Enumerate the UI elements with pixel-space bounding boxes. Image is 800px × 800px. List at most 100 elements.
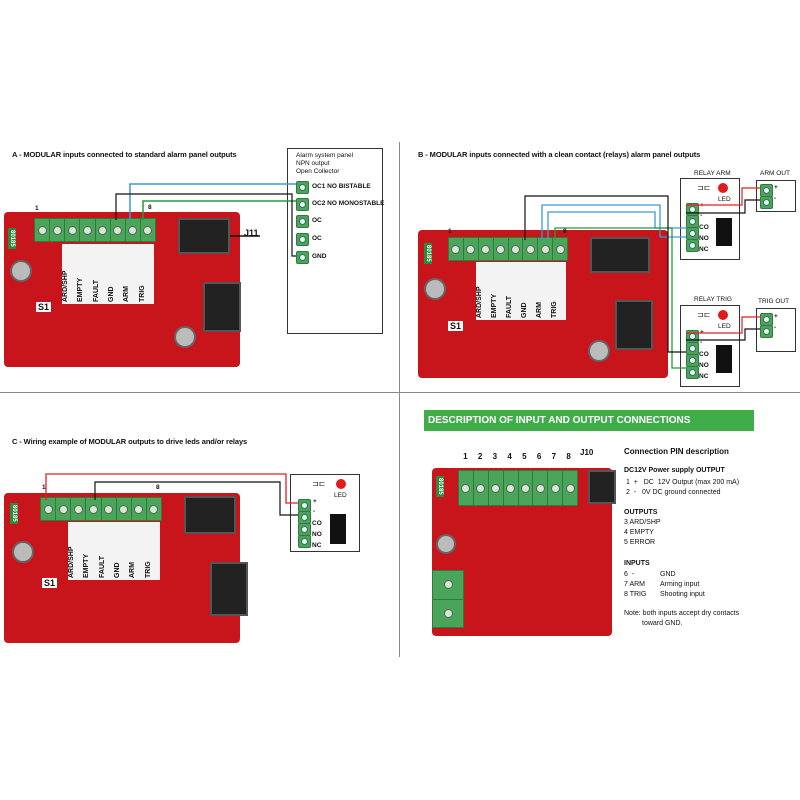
s1-label: S1 [42, 578, 58, 588]
chip-label: 80185 [436, 476, 444, 497]
relay-coil [330, 514, 346, 544]
note-line: toward GND. [642, 620, 683, 627]
pin1-label: 1 [42, 484, 46, 491]
pin-number: 3 [492, 452, 498, 461]
pin-number: 2 [477, 452, 483, 461]
pin-labels-c: ARD/SHP EMPTY FAULT GND ARM TRIG [68, 522, 160, 580]
pin-description-heading: Connection PIN description [624, 447, 729, 456]
terminal-block-c [40, 497, 162, 521]
relay-plus: + [313, 498, 317, 505]
out-terminal [760, 313, 773, 326]
relay-no: NO [699, 235, 709, 242]
diode-icon: ⊐⊏ [697, 310, 711, 319]
diode-icon: ⊐⊏ [697, 183, 711, 192]
panel-b-title: B - MODULAR inputs connected with a clea… [418, 150, 701, 159]
relay-terminal [686, 366, 699, 379]
relay-co: CO [699, 224, 709, 231]
panel-terminal [296, 251, 309, 264]
led-icon [718, 310, 728, 320]
out-terminal [760, 196, 773, 209]
power-terminal [432, 570, 464, 628]
relay-terminal [686, 354, 699, 367]
chip-label: 80185 [8, 228, 16, 249]
led-label: LED [718, 323, 731, 330]
header-connector [203, 282, 241, 332]
relay-terminal [298, 523, 311, 536]
relay-minus: - [700, 339, 703, 346]
vertical-divider [399, 142, 400, 657]
output-line: 5 ERROR [624, 539, 656, 546]
wire-black [115, 193, 296, 257]
header-connector [210, 562, 248, 616]
terminal-block-a [34, 218, 156, 242]
relay-minus: - [313, 508, 316, 515]
led-icon [336, 479, 346, 489]
wire-black [524, 195, 686, 353]
pin-number: 6 [536, 452, 542, 461]
pin1-label: 1 [35, 205, 39, 212]
out-minus: - [774, 195, 777, 202]
input-desc: Shooting input [660, 591, 705, 598]
pin-number: 1 [463, 452, 468, 461]
pin-labels-b: ARD/SHP EMPTY FAULT GND ARM TRIG [476, 262, 566, 320]
led-icon [718, 183, 728, 193]
power-line: 2 - 0V DC ground connected [626, 489, 721, 496]
mount-hole [424, 278, 446, 300]
input-desc: Arming input [660, 581, 700, 588]
mount-hole [436, 534, 456, 554]
terminal-block-b [448, 237, 568, 261]
panel-row-label: OC2 NO MONOSTABLE [312, 200, 385, 207]
inputs-title: INPUTS [624, 560, 650, 567]
panel-c-title: C - Wiring example of MODULAR outputs to… [12, 437, 248, 446]
pin-number: 7 [551, 452, 557, 461]
relay-co: CO [699, 351, 709, 358]
relay-terminal [686, 239, 699, 252]
panel-a-title: A - MODULAR inputs connected to standard… [12, 150, 237, 159]
panel-row-label: GND [312, 253, 327, 260]
relay-nc: NC [699, 373, 709, 380]
relay-minus: - [700, 212, 703, 219]
j10-label: J10 [580, 448, 594, 457]
wire-green [554, 227, 686, 369]
relay-terminal [686, 227, 699, 240]
wire-red [686, 316, 760, 334]
wire-black [94, 481, 298, 516]
header-connector [184, 496, 236, 534]
wire-green [142, 200, 296, 220]
power-line: 1 + DC 12V Output (max 200 mA) [626, 479, 740, 486]
wire-blue [129, 183, 296, 220]
terminal-block-d [458, 470, 578, 506]
led-label: LED [718, 196, 731, 203]
trig-out-title: TRIG OUT [758, 298, 790, 305]
mount-hole [10, 260, 32, 282]
panel-terminal [296, 233, 309, 246]
diode-icon: ⊐⊏ [312, 479, 326, 488]
relay-arm-title: RELAY ARM [694, 170, 731, 177]
relay-coil [716, 345, 732, 373]
wire-red [45, 473, 298, 504]
input-desc: GND [660, 571, 676, 578]
chip-label: 80185 [10, 503, 18, 524]
outputs-title: OUTPUTS [624, 509, 658, 516]
relay-no: NO [312, 531, 322, 538]
header-connector [590, 237, 650, 273]
out-plus: + [774, 313, 778, 320]
relay-nc: NC [312, 542, 322, 549]
input-pin: 6 - [624, 571, 635, 578]
panel-terminal [296, 181, 309, 194]
out-terminal [760, 325, 773, 338]
pin-labels-a: ARD/SHP EMPTY FAULT GND ARM TRIG [62, 244, 154, 304]
relay-nc: NC [699, 246, 709, 253]
power-title: DC12V Power supply OUTPUT [624, 467, 725, 474]
panel-terminal [296, 215, 309, 228]
pin-number: 8 [566, 452, 571, 461]
header-connector [588, 470, 616, 504]
wire-blue [541, 204, 686, 240]
s1-label: S1 [36, 302, 52, 312]
description-banner: DESCRIPTION OF INPUT AND OUTPUT CONNECTI… [424, 410, 754, 431]
led-label: LED [334, 492, 347, 499]
note-line: Note: both inputs accept dry contacts [624, 610, 740, 617]
output-line: 3 ARD/SHP [624, 519, 661, 526]
